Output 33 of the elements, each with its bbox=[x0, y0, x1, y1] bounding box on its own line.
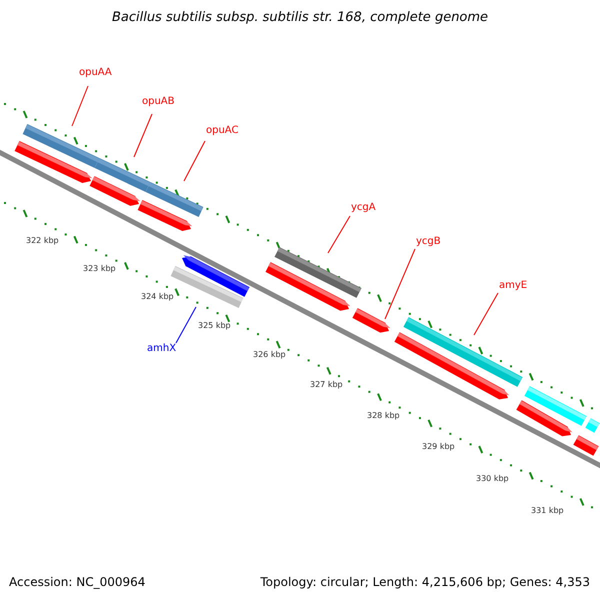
scale-label: 323 kbp bbox=[83, 264, 116, 273]
gene-label: ycgA bbox=[351, 202, 376, 213]
gene-bar bbox=[274, 247, 362, 298]
scale-label: 324 kbp bbox=[141, 292, 174, 301]
scale-label: 328 kbp bbox=[367, 411, 400, 420]
gene-label: ycgB bbox=[416, 236, 441, 247]
footer-text: Topology: circular; Length: 4,215,606 bp; Genes: 4,353 bbox=[260, 575, 590, 589]
leader-line bbox=[134, 114, 152, 158]
scale-label: 325 kbp bbox=[198, 321, 231, 330]
leader-line bbox=[328, 216, 350, 254]
gene-label: amhX bbox=[147, 343, 176, 354]
leader-line bbox=[72, 86, 88, 126]
gene-bar bbox=[22, 124, 100, 168]
leader-line bbox=[474, 292, 498, 336]
title: Bacillus subtilis subsp. subtilis str. 168, complete genome bbox=[110, 10, 490, 25]
gene-label: amyE bbox=[499, 280, 528, 291]
gene-label: opuAA bbox=[79, 67, 112, 78]
scale-label: 329 kbp bbox=[422, 442, 455, 451]
gene-bar bbox=[403, 317, 523, 387]
scale-label: 326 kbp bbox=[253, 350, 286, 359]
gene-bar bbox=[146, 182, 204, 217]
cds-feature bbox=[352, 308, 390, 333]
leader-line bbox=[184, 140, 206, 182]
footer-text: Accession: NC_000964 bbox=[9, 575, 146, 589]
scale-label: 331 kbp bbox=[531, 506, 564, 515]
scale-label: 322 kbp bbox=[26, 236, 59, 245]
scale-label: 330 kbp bbox=[476, 474, 509, 483]
scale-label: 327 kbp bbox=[310, 380, 343, 389]
gene-label: opuAC bbox=[206, 125, 238, 136]
leader-line bbox=[176, 306, 196, 344]
leader-line bbox=[384, 248, 416, 320]
gene-bar bbox=[94, 158, 150, 192]
gene-label: opuAB bbox=[142, 96, 175, 107]
